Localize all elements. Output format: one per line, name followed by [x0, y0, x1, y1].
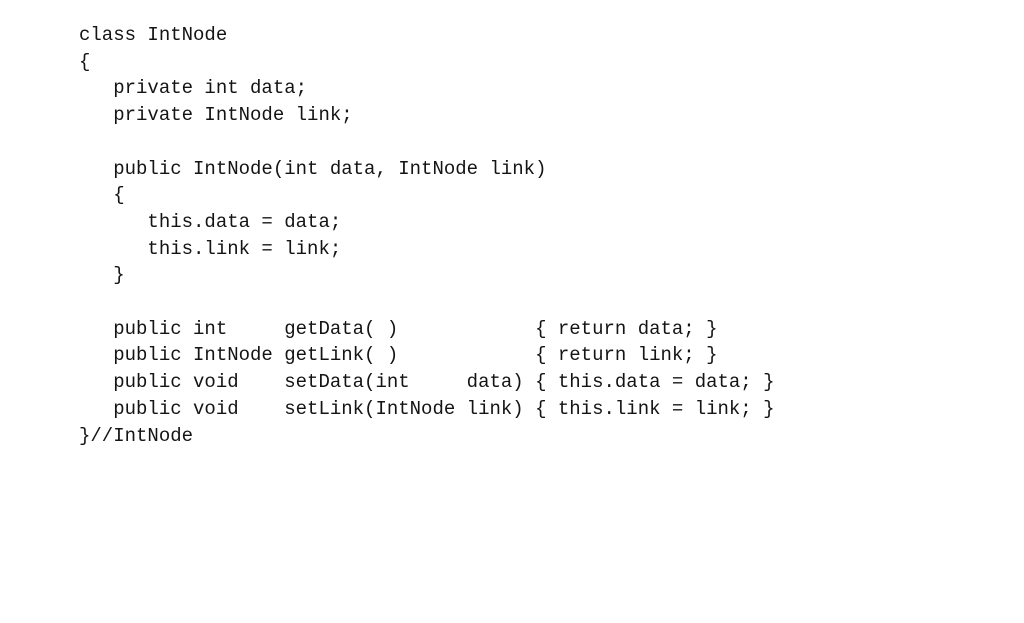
code-listing: class IntNode { private int data; privat…: [79, 24, 775, 447]
